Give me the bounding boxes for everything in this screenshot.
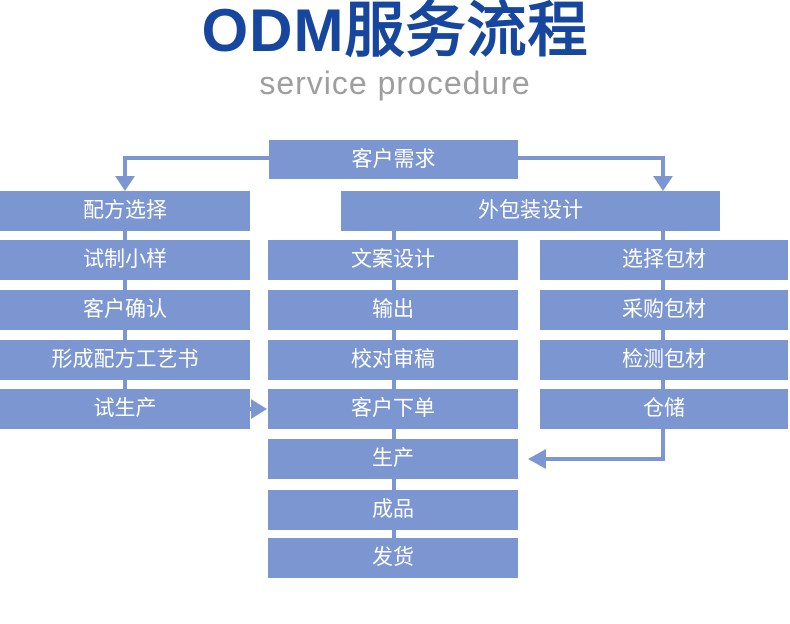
page-title: ODM服务流程: [201, 0, 589, 64]
arrow-down-right-icon: [653, 176, 673, 191]
page-header: ODM服务流程 service procedure: [0, 0, 790, 100]
node-purchase-packaging: 采购包材: [540, 290, 788, 330]
node-customer-demand: 客户需求: [269, 140, 518, 179]
node-customer-order: 客户下单: [268, 389, 518, 429]
page-subtitle: service procedure: [259, 65, 531, 101]
node-select-packaging: 选择包材: [540, 240, 788, 280]
node-output: 输出: [268, 290, 518, 330]
connector-demand-to-formula: [123, 156, 269, 177]
arrow-right-icon: [251, 399, 267, 419]
node-finished-product: 成品: [268, 490, 518, 530]
node-customer-confirm: 客户确认: [0, 290, 250, 330]
node-trial-sample: 试制小样: [0, 240, 250, 280]
node-formula-process-book: 形成配方工艺书: [0, 340, 250, 380]
node-inspect-packaging: 检测包材: [540, 340, 788, 380]
node-trial-production: 试生产: [0, 389, 250, 429]
arrow-down-left-icon: [115, 176, 135, 191]
arrow-left-icon: [528, 449, 546, 469]
node-production: 生产: [268, 439, 518, 479]
connector-demand-to-packaging: [518, 156, 665, 177]
node-warehouse: 仓储: [540, 389, 788, 429]
node-shipping: 发货: [268, 538, 518, 578]
node-outer-packaging-design: 外包装设计: [341, 191, 720, 231]
node-proofreading: 校对审稿: [268, 340, 518, 380]
node-formula-selection: 配方选择: [0, 191, 250, 231]
node-copy-design: 文案设计: [268, 240, 518, 280]
